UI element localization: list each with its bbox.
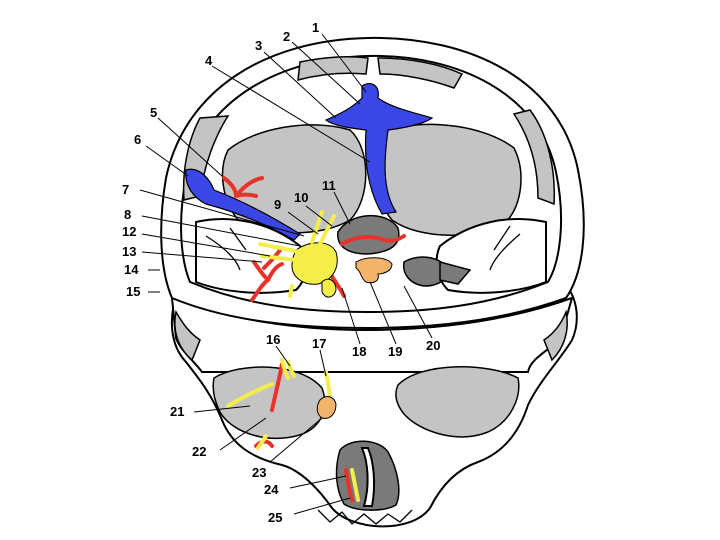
ophthalmic-nerve — [258, 210, 336, 262]
label-4: 4 — [205, 53, 213, 68]
right-orbit — [395, 366, 520, 438]
leader-6 — [145, 145, 189, 177]
label-21: 21 — [170, 404, 184, 419]
label-7: 7 — [122, 182, 129, 197]
label-22: 22 — [192, 444, 206, 459]
leader-3 — [263, 51, 337, 119]
leader-12 — [141, 233, 271, 257]
left-orbit — [212, 366, 326, 440]
label-8: 8 — [124, 207, 131, 222]
leader-18 — [341, 287, 361, 345]
lacrimal-sac — [316, 396, 337, 419]
cranial-nerves — [226, 210, 360, 502]
label-13: 13 — [122, 244, 136, 259]
nasal-artery — [344, 468, 354, 502]
leader-17 — [319, 349, 327, 377]
leader-23 — [269, 417, 323, 463]
leader-7 — [139, 189, 305, 237]
label-11: 11 — [322, 178, 336, 193]
leader-4 — [211, 65, 371, 163]
leader-25 — [293, 497, 351, 515]
leader-20 — [403, 285, 433, 339]
leader-9 — [287, 211, 319, 235]
confluence-of-sinuses — [324, 83, 434, 215]
label-9: 9 — [274, 197, 281, 212]
label-10: 10 — [294, 190, 308, 205]
leader-13 — [141, 251, 263, 263]
nasal-nerve — [350, 468, 360, 502]
leader-10 — [305, 205, 333, 227]
facial-skeleton — [170, 283, 578, 528]
label-17: 17 — [312, 336, 326, 351]
abducens-stump — [321, 278, 337, 298]
orbital-artery — [270, 362, 284, 412]
middle-meningeal-branch-upper — [222, 176, 264, 198]
leader-2 — [291, 41, 361, 105]
leader-11 — [333, 191, 351, 225]
label-5: 5 — [150, 105, 157, 120]
venous-sinuses — [185, 83, 434, 241]
glands — [316, 257, 393, 419]
orbital-nerves — [226, 358, 332, 408]
label-25: 25 — [268, 510, 282, 525]
sphenoparietal-sinus — [185, 168, 301, 241]
infraorbital-artery — [254, 439, 274, 448]
mandibular-nerve — [288, 284, 294, 298]
middle-meningeal-branch-lower — [250, 260, 284, 302]
label-16: 16 — [266, 332, 280, 347]
infraorbital-nerve — [256, 434, 268, 450]
leader-22 — [219, 417, 267, 451]
label-18: 18 — [352, 344, 366, 359]
label-6: 6 — [134, 132, 141, 147]
label-12: 12 — [122, 224, 136, 239]
leader-16 — [275, 345, 291, 367]
leader-21 — [193, 405, 251, 413]
label-14: 14 — [124, 262, 139, 277]
label-20: 20 — [426, 338, 440, 353]
internal-carotid — [340, 234, 406, 246]
label-19: 19 — [388, 344, 402, 359]
label-2: 2 — [283, 29, 290, 44]
leader-19 — [369, 281, 397, 345]
leader-1 — [321, 33, 367, 93]
leader-24 — [289, 475, 347, 489]
trigeminal-ganglion — [291, 242, 338, 285]
label-24: 24 — [264, 482, 279, 497]
label-15: 15 — [126, 284, 140, 299]
label-3: 3 — [255, 38, 262, 53]
label-1: 1 — [312, 20, 319, 35]
sella-region — [337, 215, 400, 255]
pituitary-gland — [355, 257, 393, 284]
leader-lines — [139, 33, 433, 515]
leader-8 — [141, 215, 301, 247]
label-numbers: 1 2 3 4 5 6 7 8 9 10 11 12 13 14 15 16 1… — [122, 20, 440, 525]
anterior-fossa-right — [376, 123, 522, 236]
label-23: 23 — [252, 465, 266, 480]
leader-5 — [157, 117, 223, 177]
